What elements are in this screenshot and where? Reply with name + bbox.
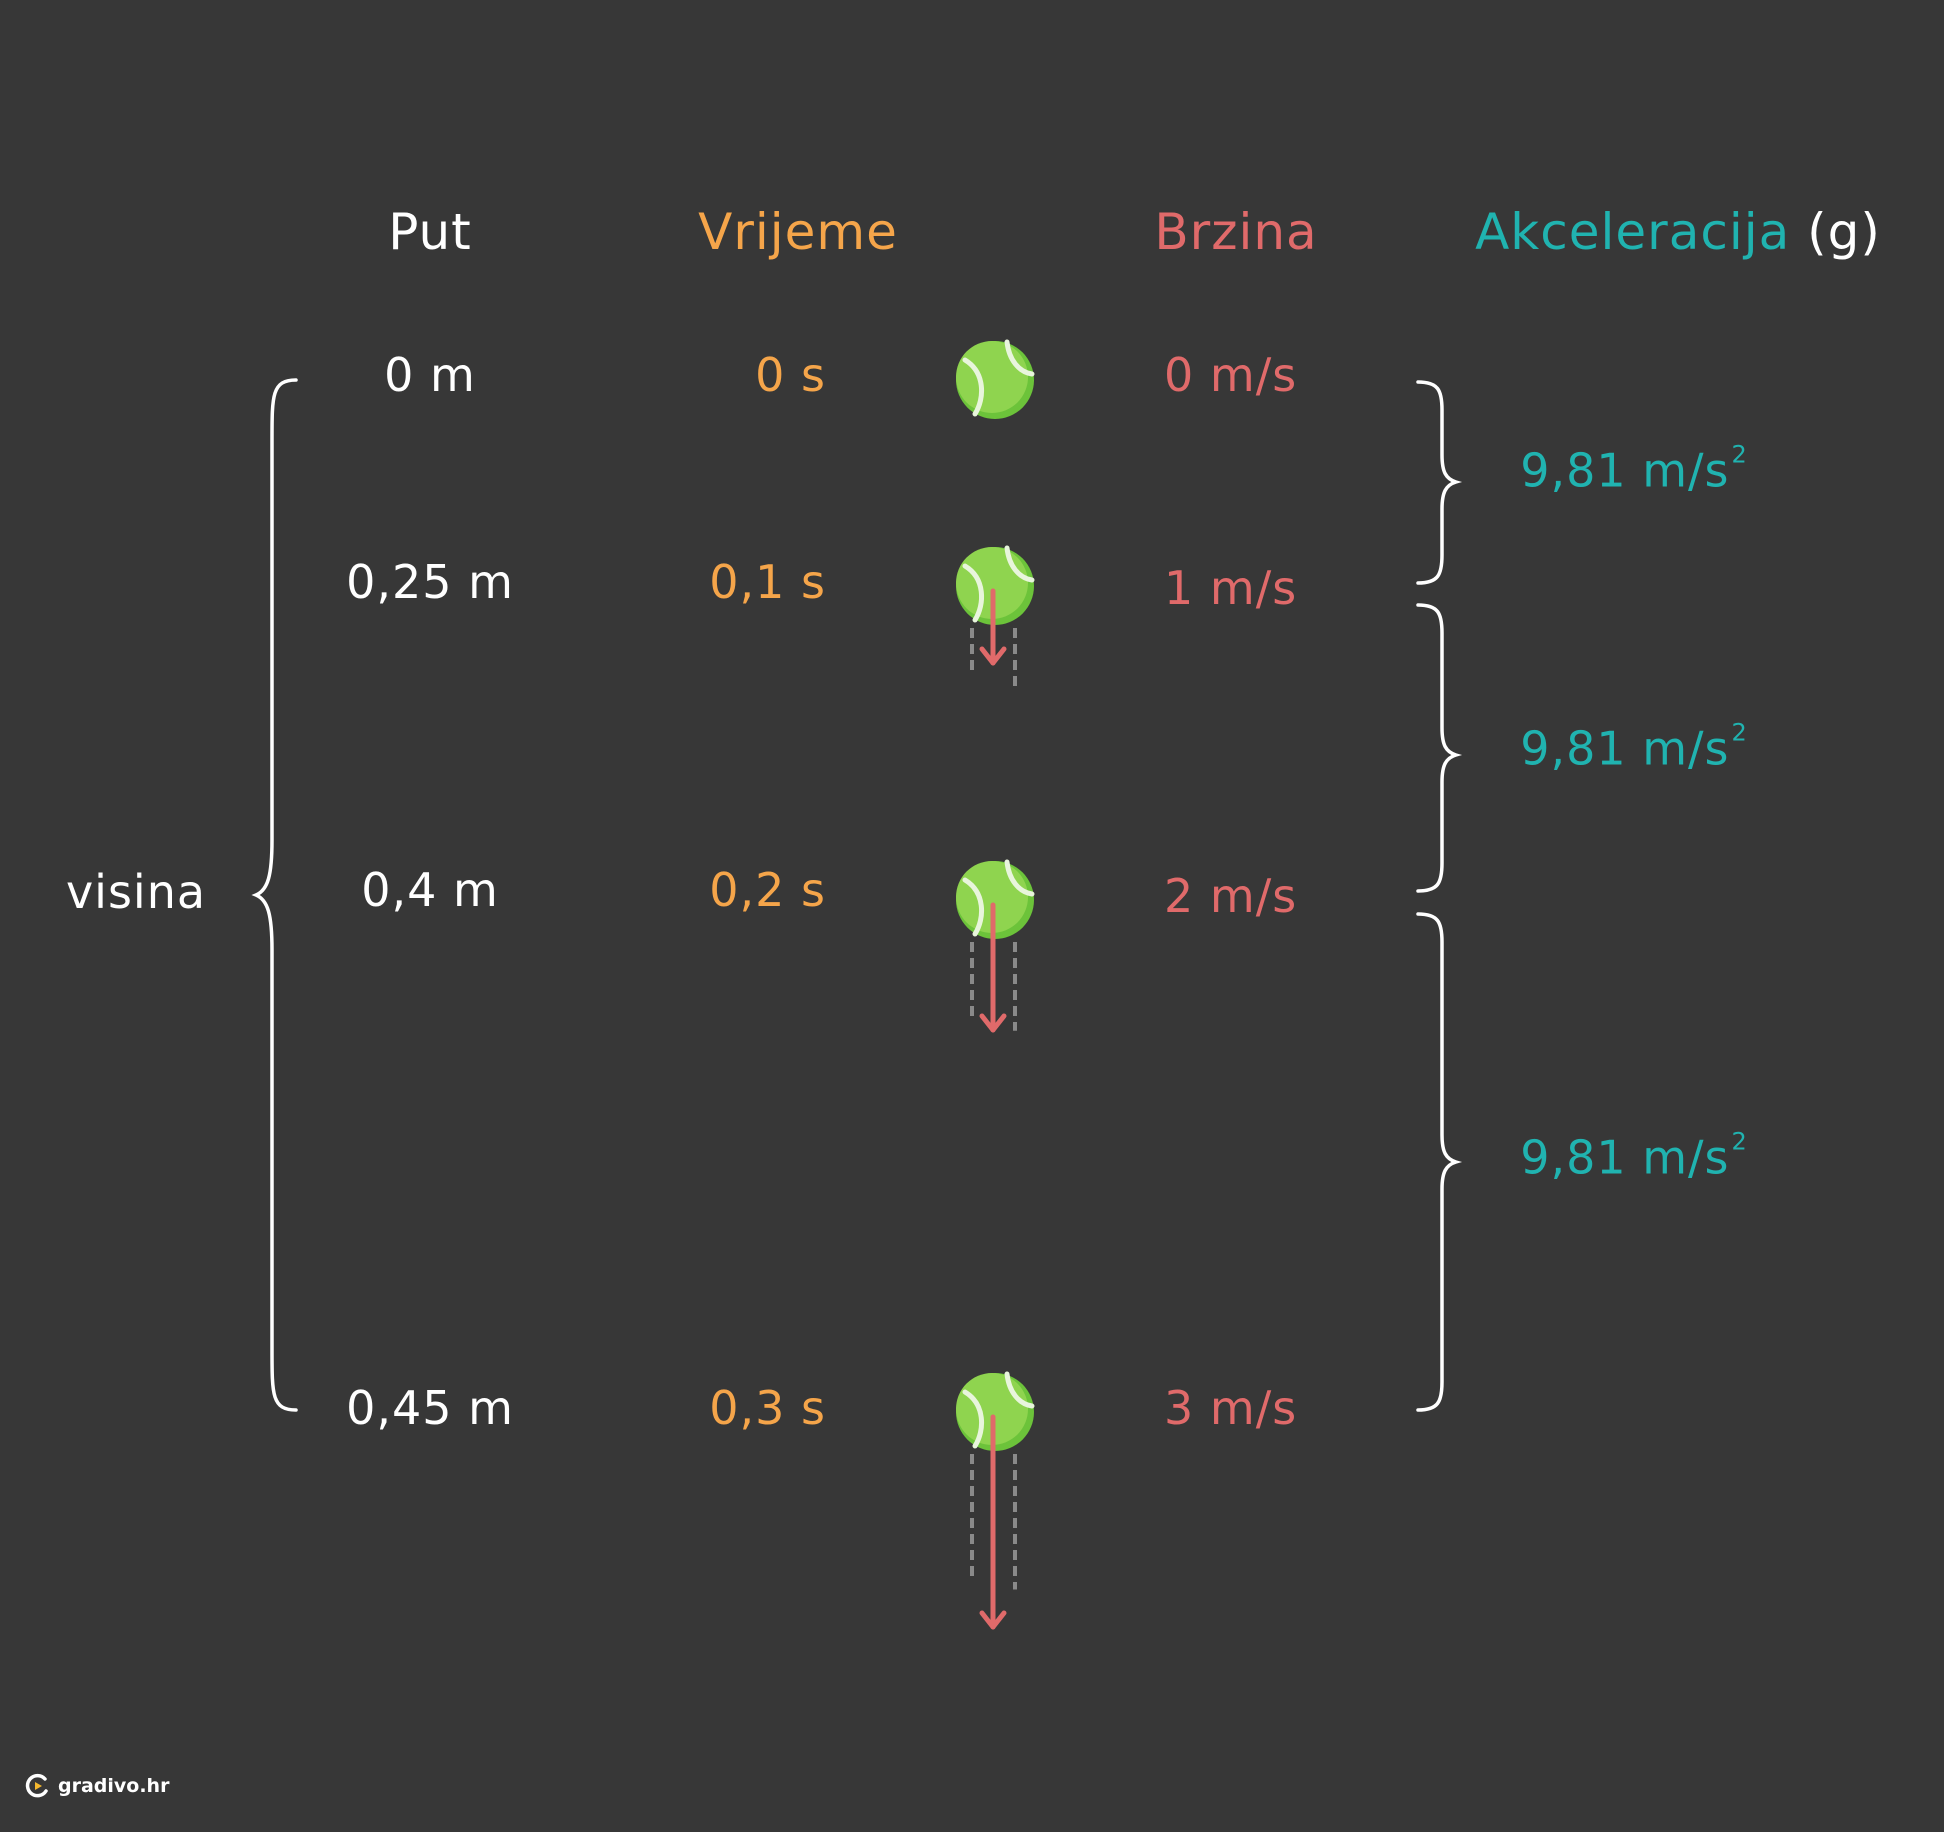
acceleration-brace-3 bbox=[1416, 912, 1463, 1412]
gradivo-logo-icon bbox=[25, 1773, 48, 1798]
header-brzina: Brzina bbox=[1154, 203, 1318, 261]
velocity-value: 2 m/s bbox=[1164, 869, 1298, 923]
acceleration-value: 9,81 m/s2 bbox=[1520, 721, 1748, 772]
time-value: 0,1 s bbox=[709, 555, 826, 609]
velocity-value: 1 m/s bbox=[1164, 561, 1298, 615]
acceleration-value-text: 9,81 m/s bbox=[1520, 721, 1730, 776]
time-value: 0,3 s bbox=[709, 1381, 826, 1435]
falling-ball-group bbox=[956, 1371, 1035, 1630]
tennis-ball-seam bbox=[962, 1389, 985, 1449]
acceleration-exponent: 2 bbox=[1731, 440, 1748, 469]
tennis-ball bbox=[956, 341, 1028, 413]
acceleration-value: 9,81 m/s2 bbox=[1520, 1130, 1748, 1181]
acceleration-value-text: 9,81 m/s bbox=[1520, 1130, 1730, 1185]
acceleration-value: 9,81 m/s2 bbox=[1520, 443, 1748, 494]
tennis-ball-seam bbox=[1004, 1371, 1035, 1409]
tennis-ball-seam bbox=[962, 563, 985, 623]
tennis-ball-seam bbox=[1004, 545, 1035, 583]
tennis-ball-seam bbox=[1004, 859, 1035, 897]
time-value: 0 s bbox=[755, 348, 826, 402]
header-put: Put bbox=[388, 203, 472, 261]
velocity-arrow-head bbox=[979, 1610, 1007, 1630]
header-vrijeme: Vrijeme bbox=[698, 203, 898, 261]
time-value: 0,2 s bbox=[709, 863, 826, 917]
falling-ball-group bbox=[956, 545, 1035, 688]
distance-value: 0,4 m bbox=[361, 863, 499, 917]
velocity-arrow-head bbox=[979, 1013, 1007, 1033]
distance-value: 0 m bbox=[384, 348, 476, 402]
velocity-value: 0 m/s bbox=[1164, 348, 1298, 402]
height-brace bbox=[251, 378, 298, 1412]
tennis-ball-seam bbox=[962, 877, 985, 937]
gradivo-logo[interactable]: gradivo.hr bbox=[24, 1772, 169, 1800]
distance-value: 0,45 m bbox=[346, 1381, 514, 1435]
tennis-ball-seam bbox=[962, 357, 985, 417]
header-akceleracija: Akceleracija (g) bbox=[1475, 207, 1881, 257]
logo-text: gradivo.hr bbox=[58, 1775, 170, 1797]
acceleration-exponent: 2 bbox=[1731, 1127, 1748, 1156]
header-akceleracija-label: Akceleracija bbox=[1475, 203, 1791, 261]
falling-ball-group bbox=[956, 859, 1035, 1033]
acceleration-exponent: 2 bbox=[1731, 718, 1748, 747]
acceleration-brace-1 bbox=[1416, 380, 1463, 585]
tennis-ball-seam bbox=[1004, 339, 1035, 377]
height-label: visina bbox=[65, 865, 207, 919]
header-akceleracija-symbol: (g) bbox=[1807, 203, 1881, 261]
acceleration-brace-2 bbox=[1416, 603, 1463, 893]
velocity-value: 3 m/s bbox=[1164, 1381, 1298, 1435]
falling-ball-group bbox=[956, 339, 1035, 419]
acceleration-value-text: 9,81 m/s bbox=[1520, 443, 1730, 498]
distance-value: 0,25 m bbox=[346, 555, 514, 609]
velocity-arrow-head bbox=[979, 646, 1007, 666]
